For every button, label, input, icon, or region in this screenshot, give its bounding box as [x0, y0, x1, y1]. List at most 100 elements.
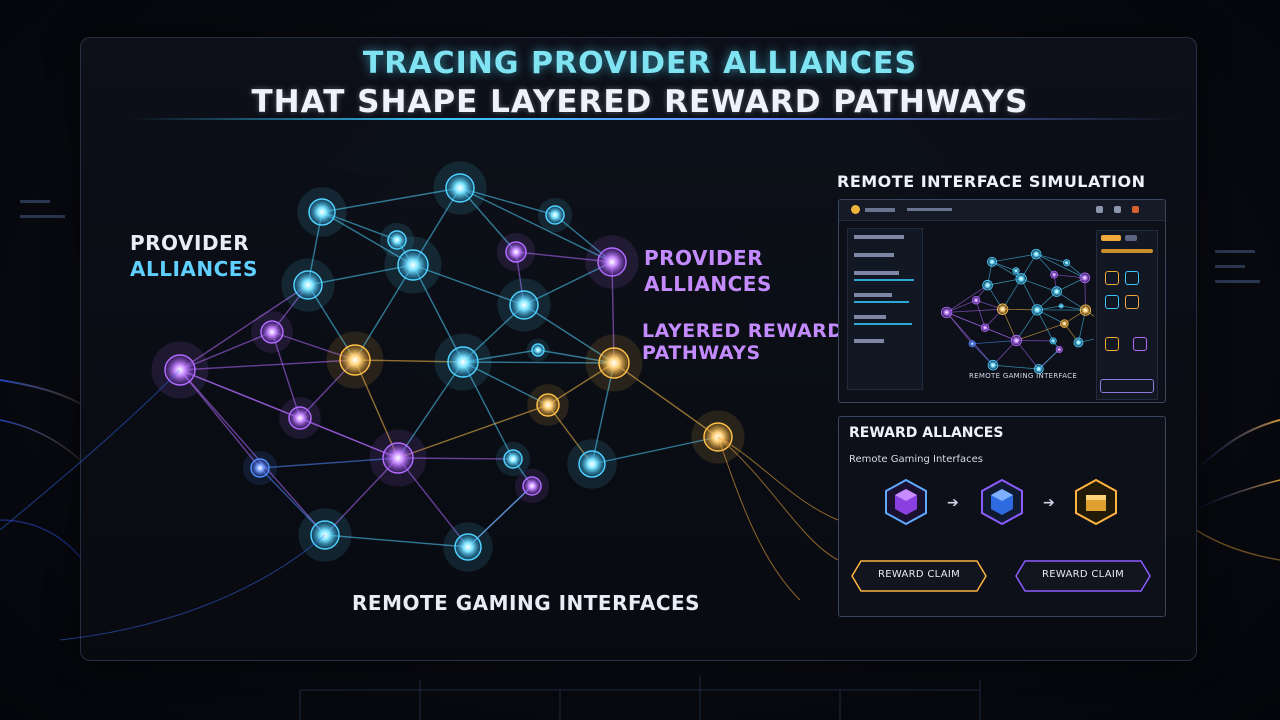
network-edge	[324, 457, 399, 536]
sidebar-row[interactable]	[854, 315, 886, 319]
simulation-close-icon[interactable]	[1132, 206, 1139, 213]
blue-cube-icon[interactable]	[981, 479, 1023, 525]
network-edge	[397, 404, 549, 459]
tile-purple-icon[interactable]	[1133, 337, 1147, 351]
tile-cyan-icon[interactable]	[1125, 271, 1139, 285]
network-edge	[259, 457, 399, 469]
mini-edge	[946, 308, 1003, 313]
network-edge	[412, 264, 464, 363]
arrow-right-icon: ➔	[1043, 495, 1055, 511]
network-edge	[459, 187, 556, 216]
mini-node	[1050, 270, 1059, 279]
network-node	[288, 406, 312, 430]
sidebar-row[interactable]	[854, 271, 899, 275]
label-right-line1: PROVIDER	[644, 246, 764, 270]
sidebar-progress	[854, 301, 909, 303]
tile-gold-icon[interactable]	[1125, 295, 1139, 309]
mini-node	[980, 323, 990, 333]
network-node	[445, 173, 475, 203]
label-right-line2: ALLIANCES	[644, 272, 772, 296]
mini-edge	[987, 278, 1022, 286]
network-node	[503, 449, 523, 469]
mini-node	[940, 306, 953, 319]
sidebar-row[interactable]	[854, 253, 894, 257]
simulation-title-bar	[865, 208, 895, 212]
purple-cube-icon[interactable]	[885, 479, 927, 525]
mini-edge	[1036, 309, 1054, 342]
mini-edge	[1078, 338, 1094, 343]
network-edge	[299, 417, 399, 459]
mini-node	[1015, 273, 1027, 285]
network-edge	[321, 187, 461, 213]
network-edge	[459, 187, 613, 263]
network-edge	[412, 264, 525, 306]
mini-edge	[1020, 278, 1038, 311]
network-edge	[462, 361, 549, 406]
mini-node	[1055, 345, 1063, 354]
right-progress	[1101, 249, 1153, 253]
network-edge	[179, 359, 356, 371]
network-edge	[613, 362, 719, 438]
network-node	[545, 205, 565, 225]
page-title-line1: TRACING PROVIDER ALLIANCES	[362, 46, 918, 81]
mini-edge	[946, 312, 973, 345]
sidebar-row[interactable]	[854, 339, 884, 343]
network-edge	[515, 251, 613, 263]
network-node	[308, 198, 336, 226]
mini-node	[982, 279, 993, 291]
label-left-line2: ALLIANCES	[130, 257, 258, 281]
network-edge	[611, 261, 615, 364]
mini-node	[1049, 337, 1057, 345]
simulation-tab-bar[interactable]	[907, 208, 952, 211]
tile-gold-icon[interactable]	[1105, 271, 1119, 285]
tile-cyan-icon[interactable]	[1105, 295, 1119, 309]
reward-claim-button-right[interactable]	[1015, 560, 1151, 592]
right-tab[interactable]	[1125, 235, 1137, 241]
network-node	[598, 347, 630, 379]
mini-node	[1079, 272, 1091, 284]
sidebar-row[interactable]	[854, 235, 904, 239]
gold-chest-icon[interactable]	[1075, 479, 1117, 525]
mini-node	[996, 303, 1009, 315]
mini-edge	[1002, 278, 1022, 310]
network-edge	[321, 211, 414, 266]
network-node	[578, 450, 606, 478]
mini-node	[987, 359, 999, 371]
network-node	[454, 533, 482, 561]
simulation-claim-button[interactable]	[1100, 379, 1154, 393]
reward-heading: REWARD ALLANCES	[849, 425, 1004, 441]
mini-node	[1058, 303, 1064, 309]
sidebar-progress	[854, 279, 914, 281]
layered-reward-label: LAYERED REWARD PATHWAYS	[642, 320, 844, 364]
title-divider	[130, 118, 1180, 120]
reward-claim-button-left[interactable]	[851, 560, 987, 592]
network-node	[505, 241, 527, 263]
network-edge	[591, 362, 615, 465]
mini-edge	[992, 340, 1017, 366]
right-tab-active[interactable]	[1101, 235, 1121, 241]
mini-node	[1012, 267, 1020, 275]
network-node	[597, 247, 627, 277]
remote-gaming-label: REMOTE GAMING INTERFACES	[352, 591, 701, 615]
simulation-alert-icon[interactable]	[1114, 206, 1121, 213]
network-edge	[354, 359, 399, 459]
mini-edge	[975, 300, 986, 328]
network-node	[536, 393, 560, 417]
sidebar-progress	[854, 323, 912, 325]
network-edge	[179, 369, 326, 536]
mini-node	[1031, 304, 1043, 316]
label-reward-line2: PATHWAYS	[642, 342, 761, 364]
mini-node	[1030, 248, 1042, 260]
network-edge	[397, 457, 469, 548]
network-edge	[462, 361, 615, 364]
sidebar-row[interactable]	[854, 293, 892, 297]
mini-node	[1060, 319, 1069, 328]
simulation-settings-icon[interactable]	[1096, 206, 1103, 213]
network-edge	[397, 457, 514, 460]
network-node	[509, 290, 539, 320]
tile-gold-icon[interactable]	[1105, 337, 1119, 351]
mini-edge	[1002, 308, 1038, 311]
network-edge	[467, 485, 533, 548]
network-node	[339, 344, 371, 376]
